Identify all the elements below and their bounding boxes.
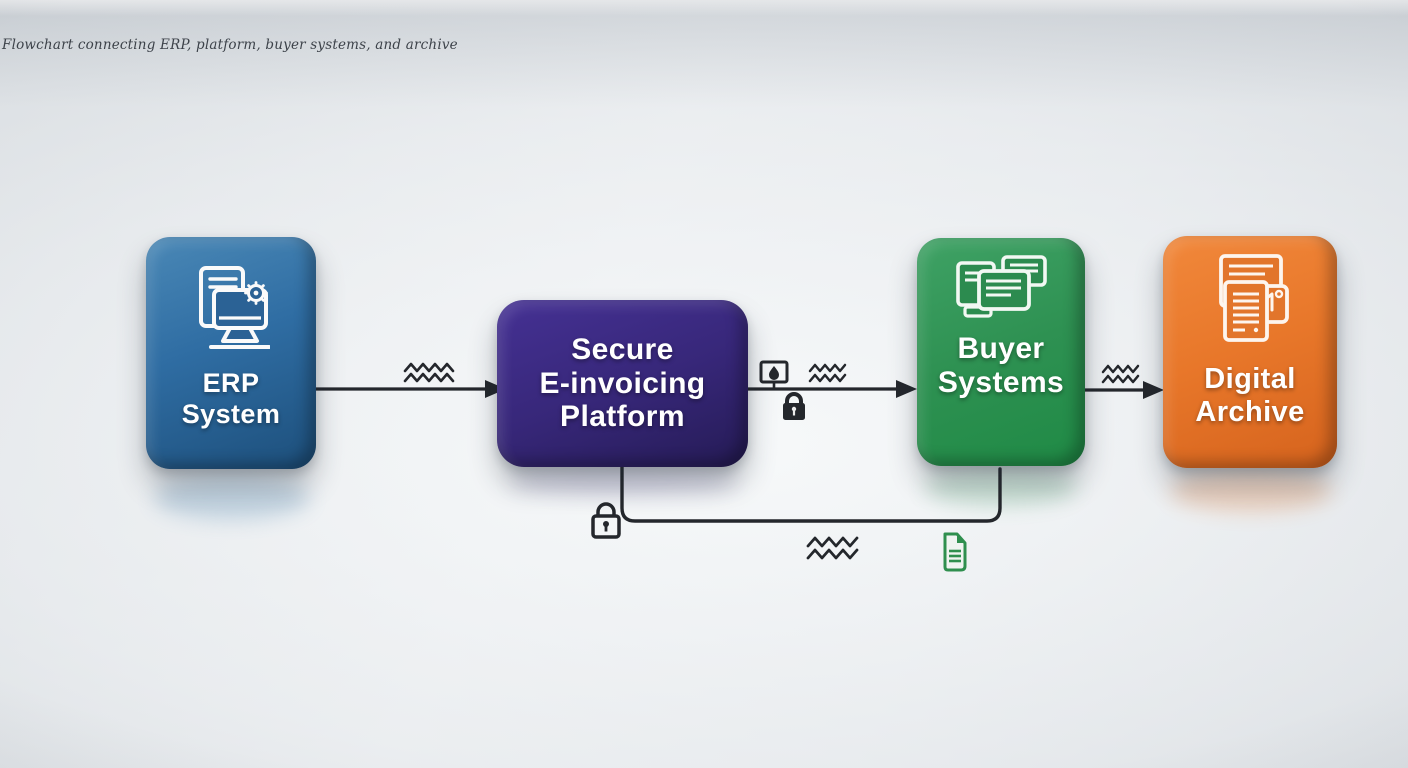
- erp-reflection: [154, 476, 310, 520]
- node-label-line: System: [181, 398, 281, 429]
- gear-icon: [244, 281, 268, 305]
- caption: Flowchart connecting ERP, platform, buye…: [2, 37, 458, 53]
- node-label-line: Systems: [937, 365, 1065, 399]
- node-label-line: Digital: [1204, 363, 1296, 395]
- secure-monitor-icon: [758, 360, 792, 390]
- wavy-lines-icon: [1101, 363, 1141, 387]
- node-label-line: E-invoicing: [539, 366, 706, 400]
- node-erp-system: ERP System: [146, 237, 316, 469]
- node-label-line: Secure: [571, 332, 674, 366]
- node-e-invoicing-platform: Secure E-invoicing Platform: [497, 300, 748, 467]
- bottom-elbow-connector: [560, 455, 1010, 590]
- node-digital-archive: Digital Archive: [1163, 236, 1337, 468]
- node-label-line: Archive: [1195, 395, 1305, 428]
- wavy-lines-icon: [403, 361, 457, 387]
- wavy-lines-icon: [808, 362, 850, 386]
- node-label: Secure E-invoicing Platform: [539, 333, 705, 435]
- stacked-documents-icon: [956, 255, 1047, 318]
- wavy-lines-icon: [806, 535, 862, 563]
- node-label: Digital Archive: [1195, 363, 1304, 429]
- archive-reflection: [1170, 470, 1332, 512]
- node-label-line: Buyer: [957, 332, 1045, 365]
- node-label-line: Platform: [560, 400, 685, 434]
- arrow-erp-to-platform: [315, 378, 507, 400]
- archived-documents-icon: [1219, 254, 1289, 342]
- node-label: Buyer Systems: [938, 332, 1064, 400]
- node-label: ERP System: [182, 368, 280, 429]
- padlock-filled-icon: [779, 390, 809, 422]
- node-buyer-systems: Buyer Systems: [917, 238, 1085, 466]
- node-label-line: ERP: [202, 368, 260, 398]
- padlock-outline-icon: [588, 499, 624, 541]
- document-icon: [939, 532, 969, 572]
- arrow-buyer-to-archive: [1085, 379, 1165, 401]
- top-light-strip: [0, 0, 1408, 16]
- document-monitor-gear-icon: [199, 266, 270, 349]
